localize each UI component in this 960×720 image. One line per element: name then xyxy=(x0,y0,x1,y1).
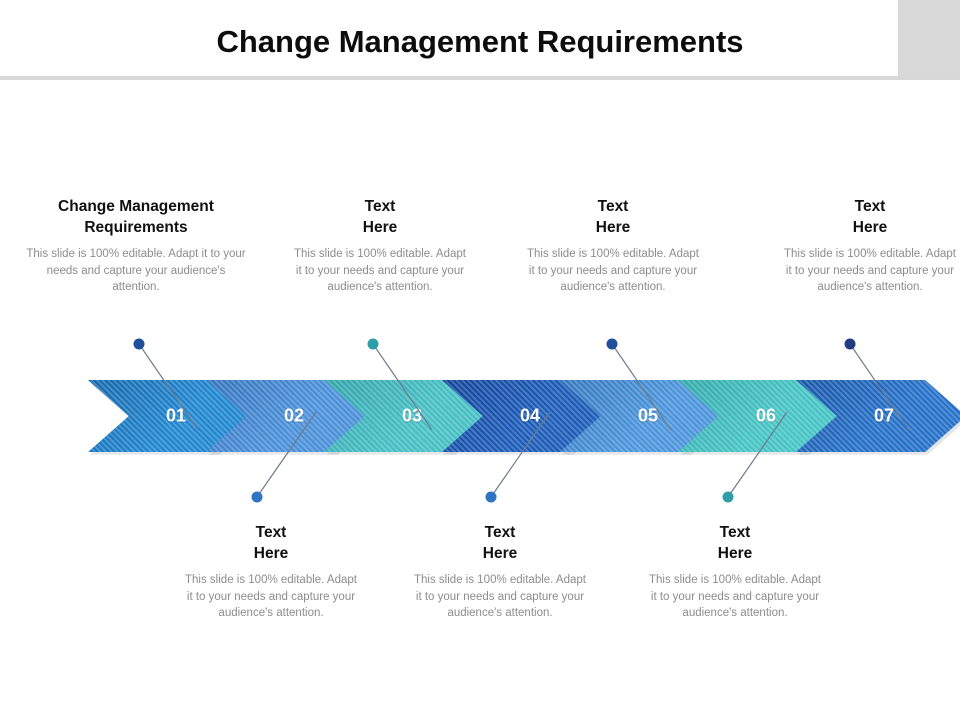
text-block-bottom-1: Text Here This slide is 100% editable. A… xyxy=(183,522,359,622)
text-block-heading: Text Here xyxy=(852,198,888,236)
connector-dot-top-1 xyxy=(133,338,145,350)
page-title: Change Management Requirements xyxy=(216,24,744,59)
text-block-body: This slide is 100% editable. Adapt it to… xyxy=(294,248,466,293)
chevron-label: 01 xyxy=(165,405,187,426)
text-block-body: This slide is 100% editable. Adapt it to… xyxy=(26,248,246,293)
text-block-body: This slide is 100% editable. Adapt it to… xyxy=(649,574,821,619)
text-block-heading: Text Here xyxy=(253,524,289,562)
text-block-heading: Text Here xyxy=(595,198,631,236)
text-block-bottom-3: Text Here This slide is 100% editable. A… xyxy=(647,522,823,622)
text-block-body: This slide is 100% editable. Adapt it to… xyxy=(527,248,699,293)
text-block-top-2: Text Here This slide is 100% editable. A… xyxy=(292,196,468,296)
text-block-heading: Text Here xyxy=(362,198,398,236)
text-block-top-3: Text Here This slide is 100% editable. A… xyxy=(525,196,701,296)
chevron-process-row: 01 02 03 04 05 06 xyxy=(0,380,960,462)
text-block-heading: Text Here xyxy=(717,524,753,562)
text-block-top-1: Change Management Requirements This slid… xyxy=(22,196,250,296)
connector-dot-top-2 xyxy=(367,338,379,350)
text-block-body: This slide is 100% editable. Adapt it to… xyxy=(414,574,586,619)
connector-dot-top-3 xyxy=(606,338,618,350)
title-divider xyxy=(0,76,960,80)
text-block-body: This slide is 100% editable. Adapt it to… xyxy=(784,248,956,293)
connector-dot-top-4 xyxy=(844,338,856,350)
text-block-heading: Text Here xyxy=(482,524,518,562)
text-block-heading: Change Management Requirements xyxy=(58,198,214,236)
connector-dot-bottom-3 xyxy=(722,491,734,503)
connector-dot-bottom-2 xyxy=(485,491,497,503)
text-block-bottom-2: Text Here This slide is 100% editable. A… xyxy=(412,522,588,622)
text-block-body: This slide is 100% editable. Adapt it to… xyxy=(185,574,357,619)
connector-dot-bottom-1 xyxy=(251,491,263,503)
text-block-top-4: Text Here This slide is 100% editable. A… xyxy=(782,196,958,296)
